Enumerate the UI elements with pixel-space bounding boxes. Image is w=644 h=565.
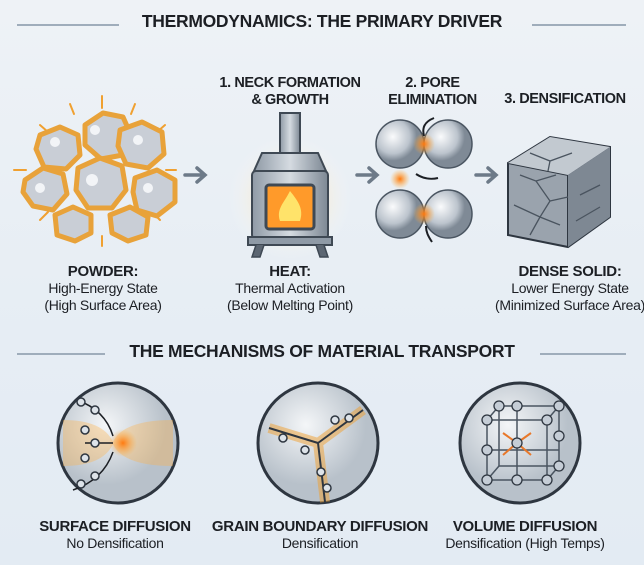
- powder-particles-illustration: [13, 95, 178, 247]
- state-dense-solid: DENSE SOLID: Lower Energy State (Minimiz…: [470, 263, 644, 314]
- mechanism-heading: GRAIN BOUNDARY DIFFUSION: [211, 518, 429, 535]
- state-line: (Minimized Surface Area): [495, 297, 644, 313]
- state-line: High-Energy State: [48, 280, 158, 296]
- pore-elimination-illustration: [375, 117, 473, 243]
- step-label: & GROWTH: [251, 92, 329, 108]
- mechanism-heading: SURFACE DIFFUSION: [39, 518, 191, 535]
- surface-diffusion-illustration: [56, 381, 180, 505]
- furnace-icon: [228, 112, 352, 260]
- step-neck-formation: 1. NECK FORMATION & GROWTH: [215, 75, 365, 109]
- mechanism-volume-diffusion: VOLUME DIFFUSION Densification (High Tem…: [430, 518, 620, 552]
- mechanism-note: Densification: [281, 535, 359, 551]
- step-label: 1. NECK FORMATION: [219, 75, 361, 91]
- step-label: ELIMINATION: [388, 92, 477, 108]
- state-line: Thermal Activation: [235, 280, 345, 296]
- arrow-right-icon: [474, 166, 499, 184]
- volume-diffusion-illustration: [458, 381, 582, 505]
- state-heading: HEAT:: [269, 263, 311, 280]
- arrow-right-icon: [355, 166, 380, 184]
- state-line: (High Surface Area): [44, 297, 162, 313]
- mechanism-surface-diffusion: SURFACE DIFFUSION No Densification: [25, 518, 205, 552]
- state-heading: DENSE SOLID:: [518, 263, 622, 280]
- step-label: 2. PORE: [405, 75, 460, 91]
- state-heading: POWDER:: [67, 263, 139, 280]
- grain-boundary-diffusion-illustration: [256, 381, 380, 505]
- state-line: (Below Melting Point): [227, 297, 353, 313]
- state-powder: POWDER: High-Energy State (High Surface …: [18, 263, 188, 314]
- arrow-right-icon: [183, 166, 208, 184]
- state-line: Lower Energy State: [511, 280, 629, 296]
- step-label: 3. DENSIFICATION: [504, 91, 626, 107]
- mechanism-note: No Densification: [66, 535, 164, 551]
- step-densification: 3. DENSIFICATION: [495, 91, 635, 108]
- divider-line: [532, 24, 626, 26]
- divider-line: [17, 24, 119, 26]
- step-pore-elimination: 2. PORE ELIMINATION: [375, 75, 490, 109]
- section-title-mechanisms: THE MECHANISMS OF MATERIAL TRANSPORT: [129, 341, 515, 361]
- divider-line: [540, 353, 626, 355]
- mechanism-note: Densification (High Temps): [445, 535, 605, 551]
- dense-solid-cube-icon: [507, 135, 611, 249]
- mechanism-grain-boundary-diffusion: GRAIN BOUNDARY DIFFUSION Densification: [205, 518, 435, 552]
- section-title-thermodynamics: THERMODYNAMICS: THE PRIMARY DRIVER: [141, 11, 503, 31]
- mechanism-heading: VOLUME DIFFUSION: [452, 518, 598, 535]
- divider-line: [17, 353, 105, 355]
- state-heat: HEAT: Thermal Activation (Below Melting …: [205, 263, 375, 314]
